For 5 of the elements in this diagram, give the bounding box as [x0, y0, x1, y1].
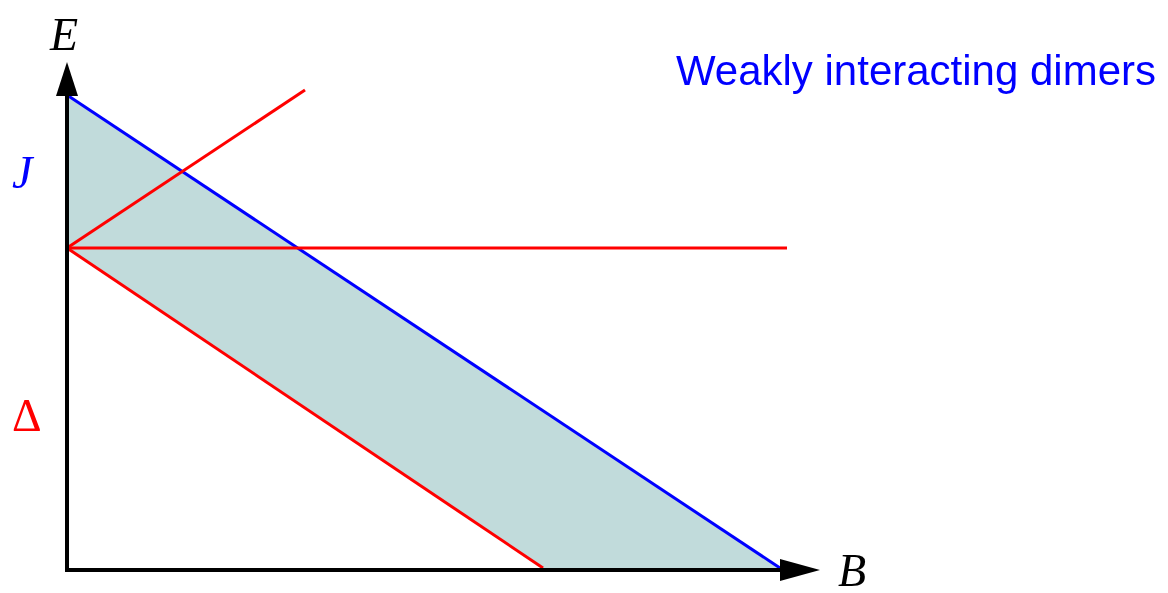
title: Weakly interacting dimers [675, 50, 1156, 92]
energy-label: J [12, 150, 33, 196]
energy-label: Δ [12, 393, 42, 439]
axis-label: E [50, 12, 79, 58]
axis-label: B [838, 548, 867, 593]
